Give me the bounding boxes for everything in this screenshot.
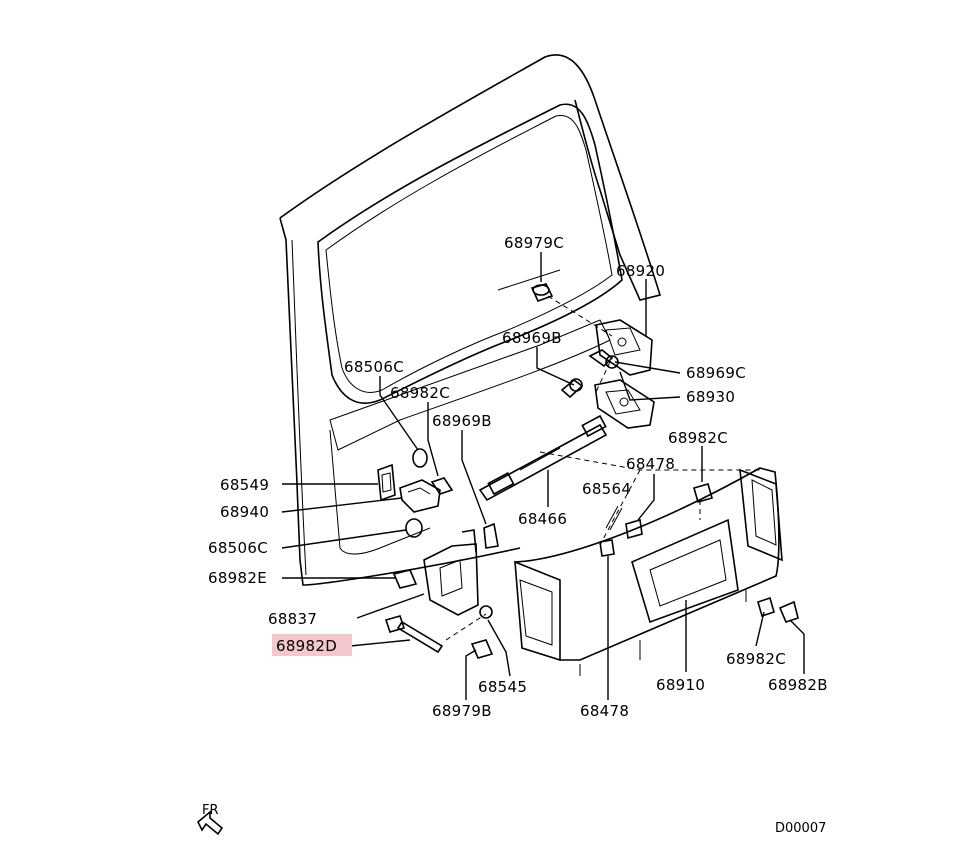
label-68982D[interactable]: 68982D bbox=[276, 637, 337, 655]
diagram-id: D00007 bbox=[775, 821, 826, 836]
leader-lines bbox=[281, 252, 805, 700]
label-68506C-lower[interactable]: 68506C bbox=[208, 539, 268, 557]
nut-68979B bbox=[470, 639, 494, 659]
label-68969B-mid[interactable]: 68969B bbox=[432, 412, 492, 430]
bolt-68982C-right bbox=[693, 483, 713, 503]
label-68920[interactable]: 68920 bbox=[616, 262, 665, 280]
long-bolt-68982D bbox=[384, 615, 444, 654]
bumper-68506C-upper bbox=[412, 448, 428, 468]
bracket-68549 bbox=[377, 463, 396, 502]
label-68982C-upper[interactable]: 68982C bbox=[390, 384, 450, 402]
hinge-upper bbox=[594, 319, 655, 429]
highlight-68982D bbox=[272, 634, 352, 656]
bolt-68982E bbox=[392, 569, 418, 589]
label-68982C-right[interactable]: 68982C bbox=[668, 429, 728, 447]
tailgate-lower-68910 bbox=[514, 467, 783, 676]
label-68466[interactable]: 68466 bbox=[518, 510, 567, 528]
label-68982E[interactable]: 68982E bbox=[208, 569, 267, 587]
label-68910[interactable]: 68910 bbox=[656, 676, 705, 694]
label-68940[interactable]: 68940 bbox=[220, 503, 269, 521]
label-68506C-upper[interactable]: 68506C bbox=[344, 358, 404, 376]
label-68545[interactable]: 68545 bbox=[478, 678, 527, 696]
label-68564[interactable]: 68564 bbox=[582, 480, 631, 498]
spring-68564 bbox=[605, 505, 623, 531]
label-68478-upper[interactable]: 68478 bbox=[626, 455, 675, 473]
label-68982C-lower[interactable]: 68982C bbox=[726, 650, 786, 668]
label-68979B[interactable]: 68979B bbox=[432, 702, 492, 720]
clip-68478-lower bbox=[599, 539, 615, 557]
label-68549[interactable]: 68549 bbox=[220, 476, 269, 494]
bolt-68982B bbox=[778, 600, 799, 623]
bolt-68969B-mid bbox=[483, 522, 499, 549]
front-arrow-icon bbox=[197, 810, 224, 836]
gas-strut bbox=[478, 414, 608, 502]
bolt-68969B-upper bbox=[560, 378, 584, 399]
ref-line-1 bbox=[547, 295, 613, 337]
label-68930[interactable]: 68930 bbox=[686, 388, 735, 406]
label-68979C-top[interactable]: 68979C bbox=[504, 234, 564, 252]
label-68969B-upper[interactable]: 68969B bbox=[502, 329, 562, 347]
bolt-68982C-lower bbox=[757, 596, 775, 618]
label-68478-lower[interactable]: 68478 bbox=[580, 702, 629, 720]
bolt-68979C-top bbox=[530, 283, 554, 302]
hinge-lower-68837 bbox=[423, 529, 493, 619]
clip-68478-upper bbox=[625, 518, 643, 540]
label-68837[interactable]: 68837 bbox=[268, 610, 317, 628]
ref-line-2 bbox=[595, 361, 611, 393]
ref-line-4 bbox=[445, 613, 487, 641]
label-68982B[interactable]: 68982B bbox=[768, 676, 828, 694]
bolt-68982C-upper bbox=[430, 477, 454, 495]
latch-68940 bbox=[399, 479, 441, 513]
label-68969C[interactable]: 68969C bbox=[686, 364, 746, 382]
bumper-68506C-lower bbox=[405, 518, 423, 538]
